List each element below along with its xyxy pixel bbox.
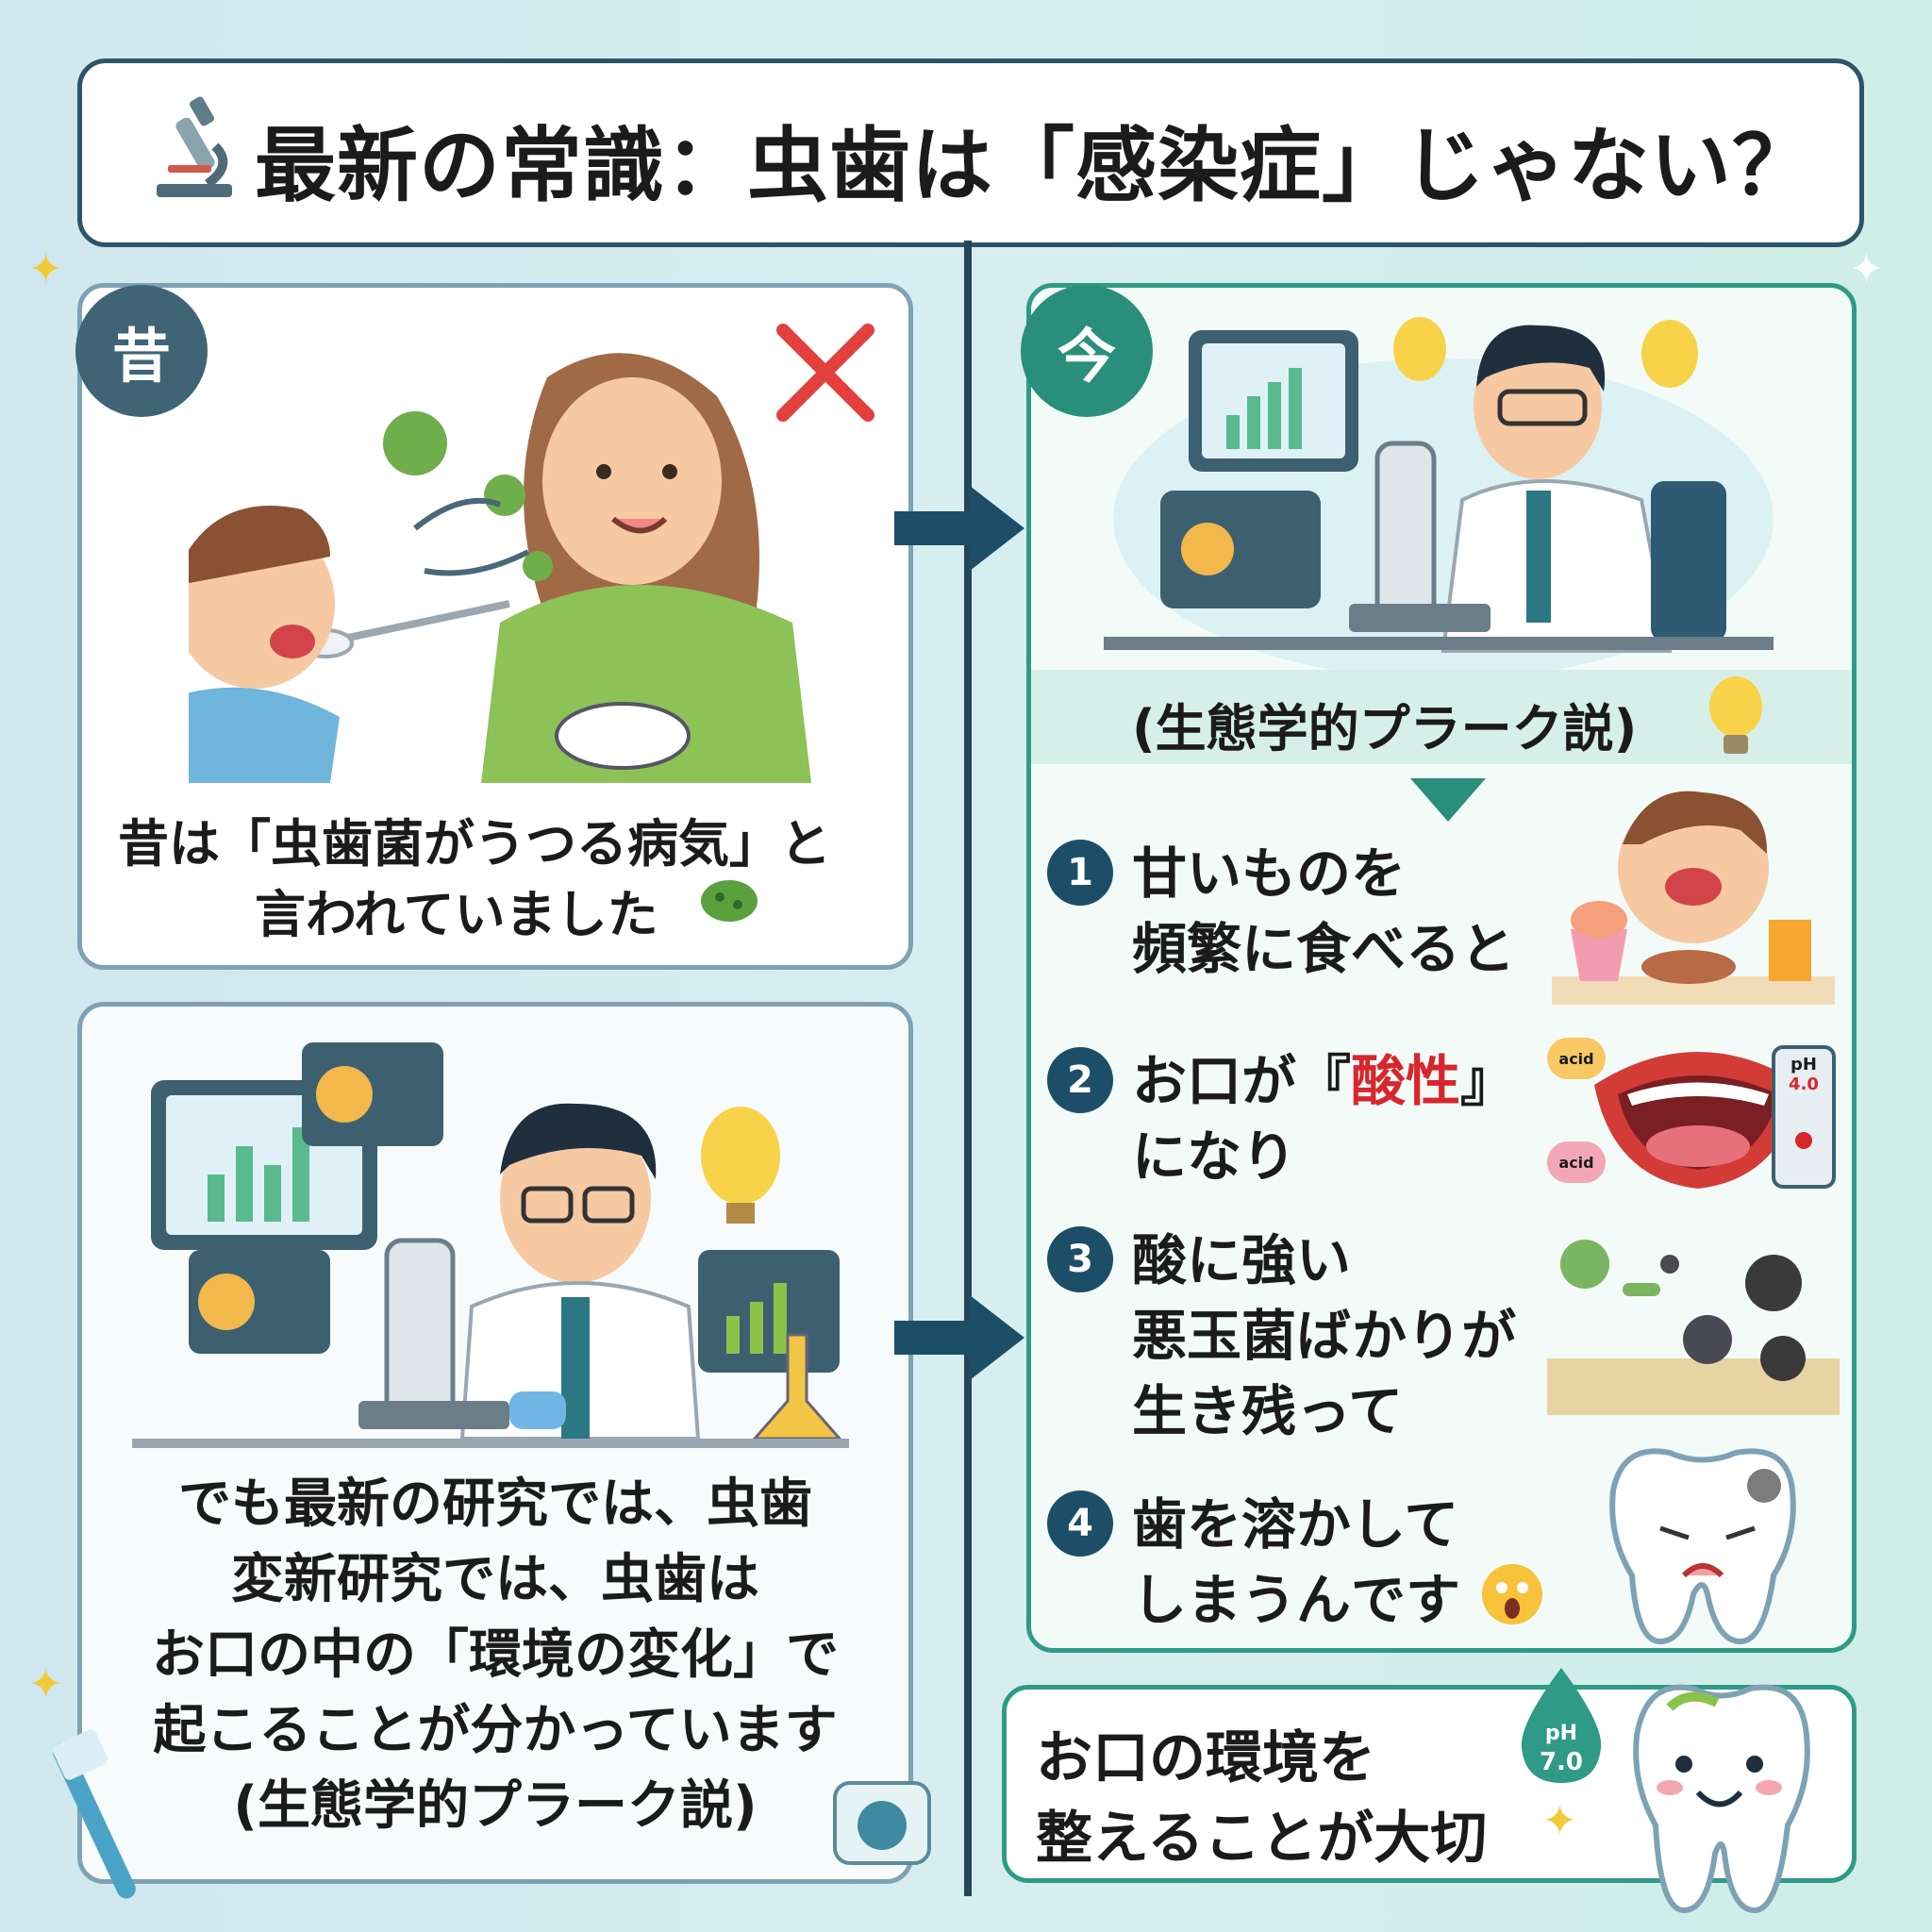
step-number-2: 2 bbox=[1047, 1047, 1113, 1113]
step-2-text-a: お口が『 bbox=[1132, 1049, 1352, 1113]
research-caption-line3: お口の中の「環境の変化」で bbox=[152, 1624, 839, 1686]
step-1-text: 甘いものを 頻繁に食べると bbox=[1132, 841, 1516, 981]
step-number-3: 3 bbox=[1047, 1226, 1113, 1292]
research-caption-line1: でも最新の研究では、虫歯 bbox=[178, 1474, 812, 1535]
ph-meter-label: pH bbox=[1790, 1055, 1817, 1074]
research-caption-line2: 変新研究では、虫歯は bbox=[231, 1549, 759, 1610]
theory-label: (生態学的プラーク説) bbox=[1132, 699, 1638, 758]
floss-icon bbox=[830, 1774, 934, 1872]
ph-meter: pH 4.0 bbox=[1772, 1045, 1836, 1189]
step-2-text-b: 』 になり bbox=[1132, 1049, 1516, 1189]
cross-icon bbox=[774, 321, 877, 428]
page-title: 最新の常識：虫歯は「感染症」じゃない？ bbox=[255, 119, 1814, 213]
sparkle-icon: ✦ bbox=[1849, 245, 1884, 293]
old-badge: 昔 bbox=[75, 285, 208, 417]
microscope-icon bbox=[149, 90, 243, 203]
acid-label-2: acid bbox=[1558, 1153, 1594, 1172]
ph-meter-knob bbox=[1795, 1132, 1812, 1149]
acidic-mouth-illustration bbox=[1547, 1028, 1849, 1202]
ph-drop bbox=[1514, 1668, 1608, 1790]
scientist-lab-illustration bbox=[132, 1024, 868, 1452]
step-number-1: 1 bbox=[1047, 840, 1113, 906]
acid-label-1: acid bbox=[1558, 1049, 1594, 1068]
arrow-right-icon bbox=[894, 481, 1026, 579]
title-box bbox=[77, 58, 1864, 247]
triangle-down-icon bbox=[1410, 778, 1486, 829]
conclusion-line2: 整えることが大切 bbox=[1036, 1806, 1488, 1872]
research-caption-line5: (生態学的プラーク説) bbox=[233, 1775, 758, 1837]
child-eating-sweets-illustration bbox=[1552, 778, 1835, 1018]
sparkle-icon: ✦ bbox=[28, 245, 63, 293]
research-caption-line4: 起こることが分かっています bbox=[153, 1700, 838, 1761]
center-divider bbox=[964, 241, 972, 1896]
lightbulb-icon bbox=[1703, 675, 1769, 763]
conclusion-line1: お口の環境を bbox=[1036, 1725, 1375, 1791]
sparkle-icon: ✦ bbox=[28, 1660, 63, 1708]
ph-drop-value: 7.0 bbox=[1539, 1748, 1584, 1776]
scientist-microscope-illustration bbox=[1104, 302, 1783, 679]
step-4-text: 歯を溶かして しまうんです bbox=[1132, 1492, 1461, 1632]
germ-icon bbox=[696, 873, 762, 933]
ph-meter-value: 4.0 bbox=[1789, 1074, 1819, 1094]
healthy-tooth-illustration bbox=[1613, 1670, 1830, 1928]
sparkle-icon: ✦ bbox=[1542, 1797, 1577, 1845]
old-caption-line1: 昔は「虫歯菌がうつる病気」と bbox=[118, 814, 831, 874]
step-2-text: お口が『酸性』 になり bbox=[1132, 1043, 1515, 1194]
step-3-text: 酸に強い 悪玉菌ばかりが 生き残って bbox=[1132, 1228, 1517, 1443]
step-number-4: 4 bbox=[1047, 1491, 1113, 1557]
old-caption-line2: 言われていました bbox=[255, 885, 658, 944]
acid-word: 酸性 bbox=[1351, 1049, 1461, 1113]
decaying-tooth-illustration bbox=[1585, 1434, 1821, 1655]
bad-bacteria-illustration bbox=[1547, 1226, 1840, 1428]
acid-bubble-1: acid bbox=[1547, 1038, 1606, 1079]
toothbrush-icon bbox=[38, 1726, 151, 1919]
acid-bubble-2: acid bbox=[1547, 1141, 1606, 1183]
scared-face-icon bbox=[1479, 1561, 1545, 1631]
arrow-right-icon bbox=[894, 1291, 1026, 1389]
mother-feeding-child-illustration bbox=[170, 340, 830, 787]
ph-drop-label: pH bbox=[1544, 1722, 1578, 1745]
research-caption: でも最新の研究では、虫歯 変新研究では、虫歯は お口の中の「環境の変化」で 起こ… bbox=[94, 1467, 896, 1844]
now-badge: 今 bbox=[1021, 285, 1153, 417]
